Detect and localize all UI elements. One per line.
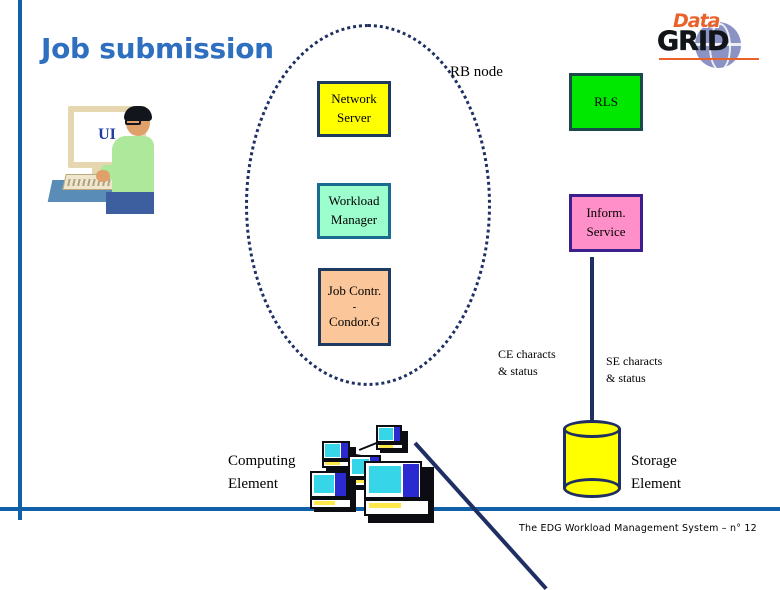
datagrid-logo: Data GRID (655, 8, 767, 71)
rb-node-boundary (245, 24, 491, 386)
person-legs (106, 192, 154, 214)
annotation-line2: & status (606, 371, 646, 386)
annotation-line2: & status (498, 364, 538, 379)
node-label-line1: Inform. (586, 205, 626, 221)
node-label-line1: RLS (594, 93, 618, 109)
node-network-server[interactable]: Network Server (317, 81, 391, 137)
cylinder-top (563, 420, 621, 438)
node-rls[interactable]: RLS (569, 73, 643, 131)
logo-word-grid: GRID (657, 26, 730, 58)
person-glasses-icon (125, 119, 141, 125)
logo-word-data: Data (673, 10, 720, 32)
annotation-line1: CE characts (498, 347, 556, 361)
ce-label-line1: Computing (228, 453, 296, 469)
logo-underline (659, 58, 759, 60)
connector-se-to-information-service (590, 257, 594, 421)
computing-element-cluster-icon (300, 425, 435, 525)
person-hand (96, 170, 110, 182)
ce-label-line2: Element (228, 475, 278, 492)
node-job-controller[interactable]: Job Contr. - Condor.G (318, 268, 391, 346)
ui-screen-label: UI (98, 126, 116, 143)
computer-icon (376, 425, 408, 453)
server-icon (364, 461, 436, 523)
globe-icon (695, 22, 741, 71)
node-information-service[interactable]: Inform. Service (569, 194, 643, 252)
rb-node-label: RB node (450, 64, 503, 80)
storage-element-label: Storage Element (631, 450, 681, 495)
node-label-line3: Condor.G (329, 314, 380, 330)
cylinder-bottom (563, 478, 621, 498)
node-label-line1: Network (331, 91, 377, 107)
slide-canvas: Job submission Data GRID RB node UI Netw… (0, 0, 780, 540)
user-interface-clipart: UI (47, 104, 154, 214)
node-label-line2: Manager (330, 212, 378, 227)
storage-element-cylinder-icon (563, 420, 621, 502)
node-label-line1: Job Contr. (327, 283, 382, 299)
slide-footer: The EDG Workload Management System – n° … (519, 523, 757, 534)
computer-icon (310, 471, 356, 513)
se-label-line1: Storage (631, 453, 677, 469)
person-hair (124, 106, 152, 121)
node-label-line2: Service (586, 224, 626, 239)
page-title: Job submission (41, 32, 274, 65)
node-label-separator: - (352, 300, 357, 313)
annotation-line1: SE characts (606, 354, 663, 368)
slide-vertical-rule (18, 0, 22, 520)
annotation-se-characteristics: SE characts & status (606, 353, 662, 388)
node-label-line1: Workload (328, 193, 380, 209)
se-label-line2: Element (631, 475, 681, 492)
node-label-line2: Server (337, 110, 371, 125)
computing-element-label: Computing Element (228, 450, 296, 495)
node-workload-manager[interactable]: Workload Manager (317, 183, 391, 239)
annotation-ce-characteristics: CE characts & status (498, 346, 556, 381)
